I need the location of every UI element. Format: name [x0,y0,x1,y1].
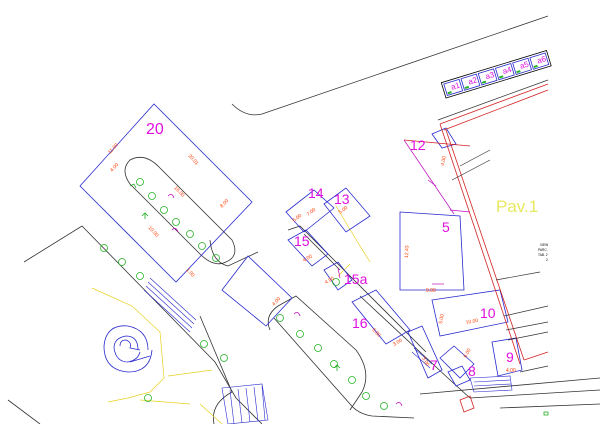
plot-label-16: 16 [352,315,368,331]
stall-label-a2: a2 [467,75,479,86]
plot-label-15: 15 [294,233,310,249]
dim-plot8: 6.00 [463,347,473,359]
plot-10-outline [431,289,509,337]
side-note-line-4: 2 [546,258,548,262]
dim-plot5-bottom: 9.00 [426,288,436,294]
stall-label-a5: a5 [519,59,531,70]
plot-label-8: 8 [468,363,476,379]
dim-plot21: 4.00 [271,296,282,307]
plot-14-outline [285,189,335,233]
dim-plot20-long: 20.01 [187,153,200,166]
dim-plot20-a: 4.00 [109,162,120,173]
pavilion-building [403,83,549,413]
plot-label-10: 10 [480,305,496,321]
dim-plot7: 3.00 [420,356,430,368]
plot-label-12: 12 [410,137,426,153]
stairs-hatch [143,277,513,424]
dim-plot5-side: 12.43 [404,245,410,258]
dim-plot20-d: 10.00 [147,225,160,238]
dim-plot15: 4.00 [302,254,314,264]
plot-21-outline [221,255,293,327]
plot-outlines [79,103,523,387]
dim-plot16: 6.00 [371,327,382,338]
plot-15-outline [287,229,329,267]
dim-plot14: 7.00 [306,207,318,218]
dim-plot20-c: 1.00 [185,267,196,278]
stall-label-a3: a3 [484,70,496,81]
dim-plot16-b: 3.00 [392,338,404,348]
side-note-line-2: PARC. [538,248,548,252]
symbols [129,183,549,416]
dim-plot10-side: 5.00 [438,314,446,325]
plot-labels: 20 14 13 15 15a 16 12 5 10 9 8 7 [146,121,514,379]
plot-8-outline [439,345,475,379]
dim-plot14-b: 6.00 [292,213,304,224]
plot-label-9: 9 [506,349,514,365]
stall-label-a4: a4 [501,65,513,76]
plot-9-outline [491,337,523,377]
plot-12-outline [431,127,457,149]
plot-16-outline [351,289,411,345]
dimensions: 20.01 11.00 16.00 4.00 8.00 1.00 10.00 4… [107,142,516,374]
plot-15a-outline [323,261,353,291]
dim-plot13: 5.00 [338,205,350,216]
plot-7-outline [407,325,443,379]
leader-lines [337,139,471,285]
dim-plot20-inner: 16.00 [173,185,186,198]
dim-plot10: 10.00 [465,318,479,326]
footpaths [91,205,371,424]
building-frame [437,79,549,373]
stall-label-a6: a6 [536,54,548,65]
pavilion-label: Pav.1 [496,197,538,216]
side-note-line-3: TAB. 2 [538,253,548,257]
plot-5-outline [399,211,465,291]
plot-label-20: 20 [146,121,164,138]
market-stalls: a1 a2 a3 a4 a5 a6 [440,50,552,99]
road-lines [7,15,600,424]
plot-label-15a: 15a [344,271,368,287]
plot-13-outline [323,187,371,233]
plot-label-13: 13 [334,191,350,207]
dim-plot9: 4.00 [506,368,516,374]
dim-plot12: 4.00 [440,156,448,167]
plot-label-7: 7 [430,357,438,373]
plot-20-outline [79,103,253,283]
spiral-ramp [103,325,153,373]
trees [100,178,388,410]
dim-plot15a: 4.00 [324,276,336,286]
plot-label-14: 14 [308,185,324,201]
side-note: VIEW PARC. TAB. 2 2 [538,243,548,262]
plot-7b-outline [447,365,471,387]
dim-plot20-b: 8.00 [219,198,230,209]
plot-label-5: 5 [442,219,450,235]
stall-label-a1: a1 [450,80,462,91]
side-note-line-1: VIEW [540,243,548,247]
